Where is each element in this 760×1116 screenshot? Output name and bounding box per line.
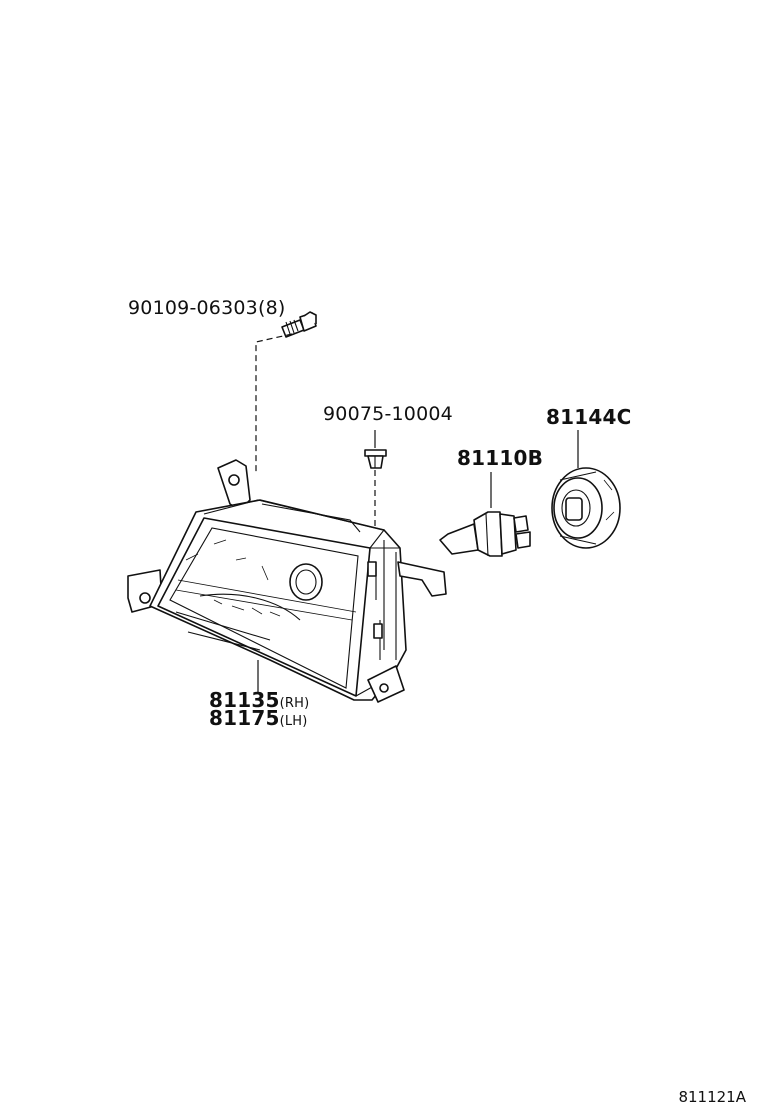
bolt-quantity: (8) bbox=[257, 297, 286, 319]
bulb-part-label: 81110B bbox=[457, 446, 544, 470]
clip-icon bbox=[364, 449, 387, 469]
bolt-icon bbox=[281, 311, 317, 338]
clip-part-label: 90075-10004 bbox=[323, 403, 453, 425]
bulb-icon bbox=[439, 511, 531, 557]
diagram-code: 811121A bbox=[678, 1088, 746, 1106]
bolt-part-number: 90109-06303 bbox=[128, 297, 258, 319]
headlamp-rh-label: 81135(RH) bbox=[209, 690, 309, 710]
bolt-part-label: 90109-06303(8) bbox=[128, 299, 285, 318]
bolt-leader-line bbox=[255, 333, 293, 472]
cover-part-label: 81144C bbox=[546, 405, 632, 429]
headlamp-lh-number: 81175 bbox=[209, 706, 280, 730]
socket-cover-icon bbox=[551, 467, 621, 549]
headlamp-lh-label: 81175(LH) bbox=[209, 708, 308, 728]
headlamp-assembly bbox=[127, 459, 447, 703]
headlamp-rh-side: (RH) bbox=[279, 696, 310, 711]
headlamp-rh-number: 81135 bbox=[209, 688, 280, 712]
headlamp-lh-side: (LH) bbox=[279, 714, 308, 729]
